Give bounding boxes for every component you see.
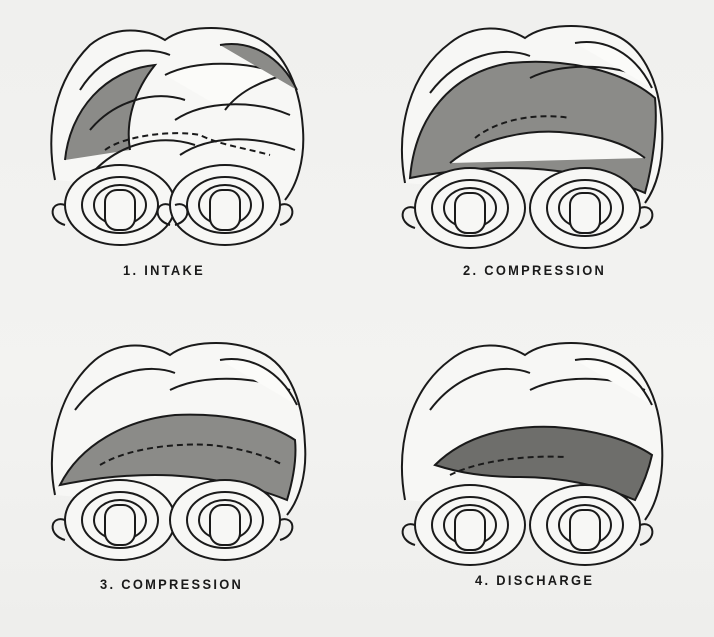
stage-2-caption: 2. COMPRESSION <box>463 262 606 278</box>
stage-3-caption: 3. COMPRESSION <box>100 576 243 592</box>
twin-screw-rotors-drawing <box>390 18 690 258</box>
stage-discharge-illustration <box>390 335 690 635</box>
twin-screw-rotors-drawing <box>35 20 335 260</box>
twin-screw-rotors-drawing <box>35 335 335 575</box>
twin-screw-rotors-drawing <box>390 335 690 575</box>
stage-4-caption: 4. DISCHARGE <box>475 572 594 588</box>
stage-1-caption: 1. INTAKE <box>123 262 205 278</box>
